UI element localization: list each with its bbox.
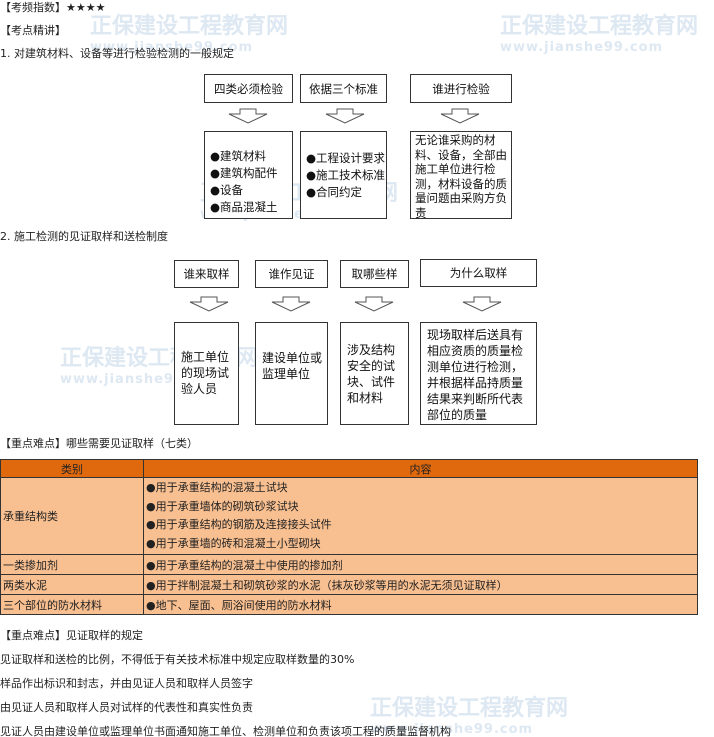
down-arrow-icon	[440, 108, 480, 124]
list-item: ●建筑构配件	[210, 166, 278, 180]
witness-sampling-table: 类别 内容 承重结构类 ●用于承重结构的混凝土试块 ●用于承重墙体的砌筑砂浆试块…	[0, 459, 698, 615]
diagram2-body-2: 建设单位或监理单位	[255, 322, 328, 425]
category-cell: 一类掺加剂	[0, 554, 144, 575]
frequency-index: 【考频指数】★★★★	[0, 1, 105, 15]
diagram1-head-2: 依据三个标准	[300, 74, 387, 103]
diagram1-body-2: ●工程设计要求 ●施工技术标准 ●合同约定	[300, 131, 387, 219]
diagram1-body-3: 无论谁采购的材料、设备，全部由施工单位进行检测，材料设备的质量问题由采购方负责	[410, 131, 512, 220]
column-header-content: 内容	[143, 459, 698, 478]
diagram2-head-4: 为什么取样	[420, 259, 537, 287]
list-item: ●用于承重结构的混凝土试块	[146, 481, 288, 494]
list-item: ●建筑材料	[210, 149, 267, 163]
diagram1-head-3: 谁进行检验	[410, 74, 512, 103]
table-row: 三个部位的防水材料 ●地下、屋面、厕浴间使用的防水材料	[0, 594, 698, 615]
rule-line: 见证取样和送检的比例，不得低于有关技术标准中规定应取样数量的30%	[0, 653, 355, 666]
diagram2-body-1: 施工单位的现场试验人员	[174, 322, 239, 425]
down-arrow-icon	[462, 296, 502, 312]
list-item: ●工程设计要求	[306, 151, 386, 165]
column-header-category: 类别	[0, 459, 144, 478]
diagram2-body-3: 涉及结构安全的试块、试件和材料	[340, 322, 409, 425]
star-rating: ★★★★	[66, 1, 106, 14]
list-item: ●设备	[210, 183, 244, 197]
list-item: ●合同约定	[306, 185, 363, 199]
category-cell: 三个部位的防水材料	[0, 594, 144, 615]
content-cell: ●用于拌制混凝土和砌筑砂浆的水泥（抹灰砂浆等用的水泥无须见证取样）	[143, 574, 698, 595]
frequency-label: 【考频指数】	[0, 1, 66, 14]
down-arrow-icon	[354, 296, 394, 312]
part1-title: 1. 对建筑材料、设备等进行检验检测的一般规定	[0, 47, 234, 60]
diagram1-head-1: 四类必须检验	[204, 74, 293, 103]
rule-line: 见证人员由建设单位或监理单位书面通知施工单位、检测单位和负责该项工程的质量监督机…	[0, 725, 451, 737]
section-heading: 【考点精讲】	[0, 24, 66, 37]
category-cell: 承重结构类	[0, 477, 144, 555]
list-item: ●用于承重结构的钢筋及连接接头试件	[146, 518, 332, 531]
content-cell: ●地下、屋面、厕浴间使用的防水材料	[143, 594, 698, 615]
down-arrow-icon	[228, 108, 268, 124]
diagram2-head-2: 谁作见证	[255, 260, 328, 288]
diagram2-head-3: 取哪些样	[340, 260, 409, 288]
down-arrow-icon	[325, 108, 365, 124]
table-header-row: 类别 内容	[0, 459, 698, 478]
table-row: 承重结构类 ●用于承重结构的混凝土试块 ●用于承重墙体的砌筑砂浆试块 ●用于承重…	[0, 477, 698, 555]
diagram2-head-1: 谁来取样	[174, 260, 239, 288]
diagram1-body-1: ●建筑材料 ●建筑构配件 ●设备 ●商品混凝土	[204, 131, 293, 219]
part2-title: 2. 施工检测的见证取样和送检制度	[0, 230, 168, 243]
content-cell: ●用于承重结构的混凝土中使用的掺加剂	[143, 554, 698, 575]
list-item: ●用于承重墙体的砌筑砂浆试块	[146, 499, 299, 513]
list-item: ●用于承重墙的砖和混凝土小型砌块	[146, 536, 321, 550]
diagram2-body-4: 现场取样后送具有相应资质的质量检测单位进行检测，并根据样品持质量结果来判断所代表…	[420, 322, 537, 425]
table-title: 【重点难点】哪些需要见证取样（七类）	[0, 437, 198, 450]
content-cell: ●用于承重结构的混凝土试块 ●用于承重墙体的砌筑砂浆试块 ●用于承重结构的钢筋及…	[143, 477, 698, 555]
list-item: ●施工技术标准	[306, 168, 386, 182]
rule-line: 由见证人员和取样人员对试样的代表性和真实性负责	[0, 701, 253, 714]
down-arrow-icon	[271, 296, 311, 312]
table-row: 一类掺加剂 ●用于承重结构的混凝土中使用的掺加剂	[0, 554, 698, 575]
rules-title: 【重点难点】见证取样的规定	[0, 629, 143, 642]
category-cell: 两类水泥	[0, 574, 144, 595]
list-item: ●商品混凝土	[210, 200, 278, 214]
rule-line: 样品作出标识和封志，并由见证人员和取样人员签字	[0, 677, 253, 690]
table-row: 两类水泥 ●用于拌制混凝土和砌筑砂浆的水泥（抹灰砂浆等用的水泥无须见证取样）	[0, 574, 698, 595]
down-arrow-icon	[189, 296, 229, 312]
